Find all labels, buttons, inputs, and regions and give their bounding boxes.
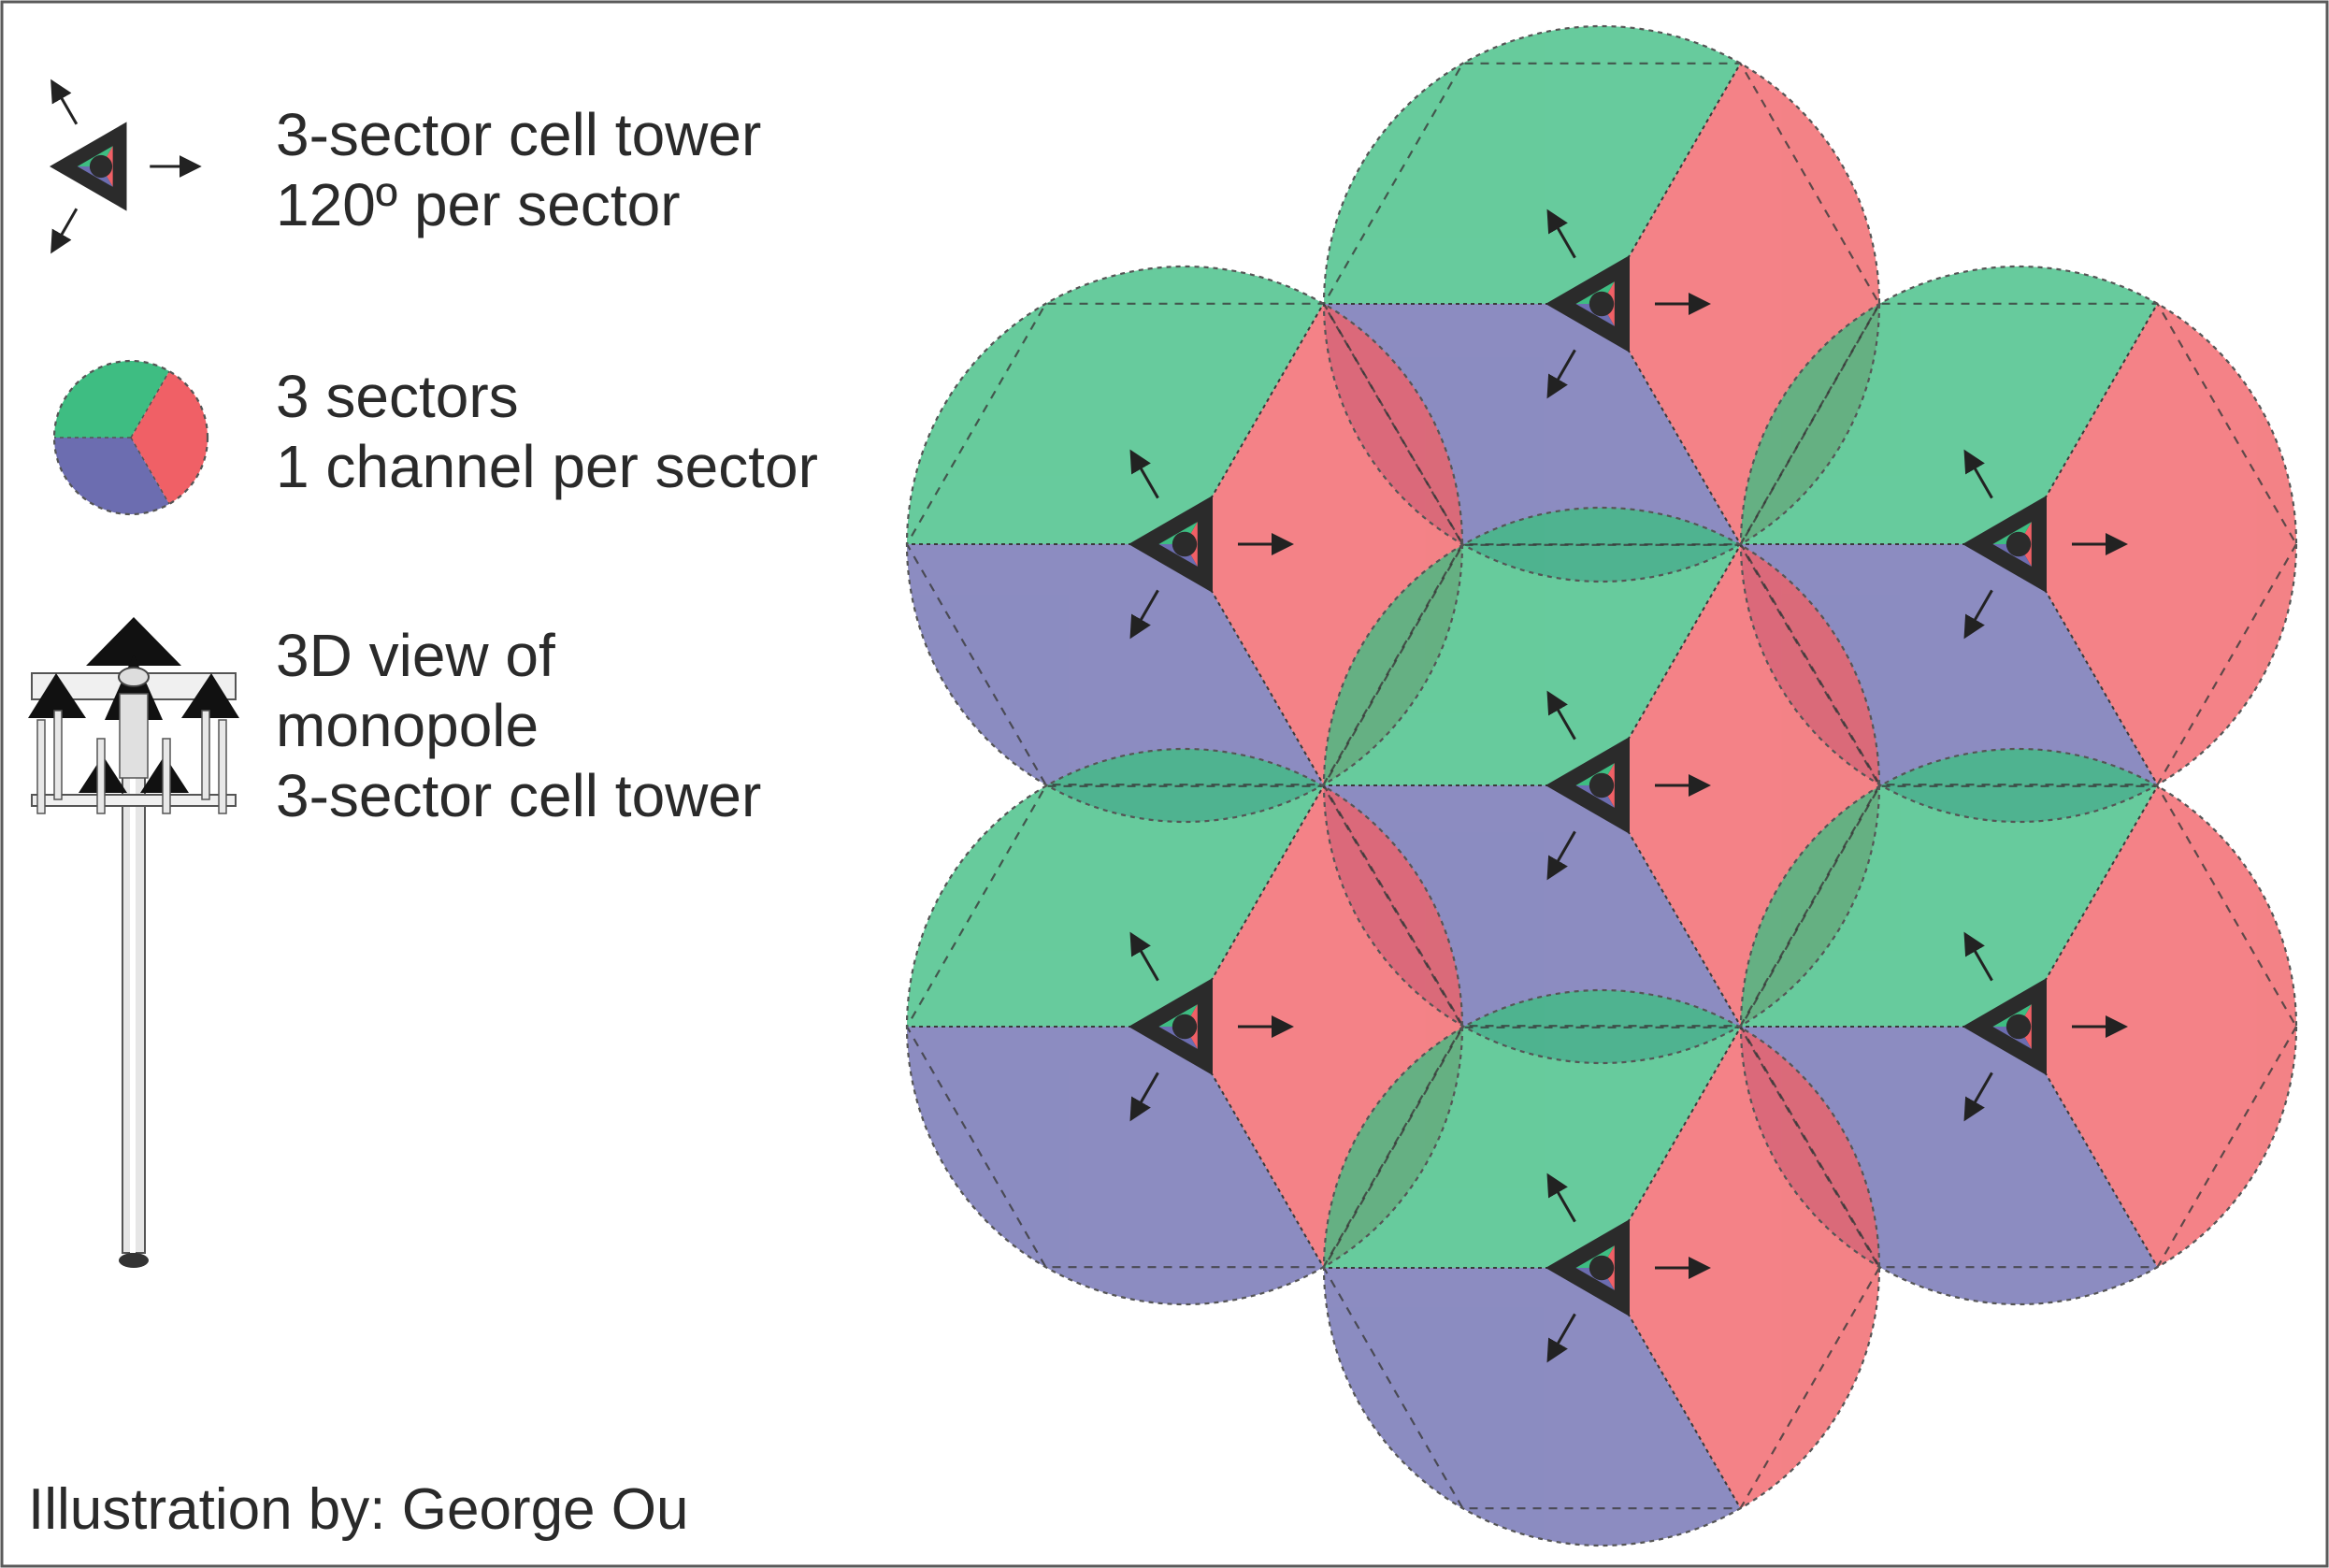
- tower-green-sector-icon: [1575, 1245, 1615, 1268]
- tower-center-icon: [1589, 1255, 1615, 1281]
- legend-pie-outline: [52, 359, 209, 516]
- direction-arrow-icon: [1546, 209, 1576, 259]
- blue-sector: [1324, 1268, 1741, 1546]
- legend-sectors-line2: 1 channel per sector: [276, 433, 818, 500]
- direction-arrow-icon: [1129, 931, 1159, 982]
- direction-arrow-icon: [1963, 1072, 1993, 1122]
- cell-tower-icon: [1129, 931, 1294, 1122]
- cell-tower-icon: [1545, 1172, 1711, 1363]
- cell-coverage-grid: [905, 24, 2298, 1547]
- legend-tower-symbol-icon: [50, 79, 202, 254]
- direction-arrow-icon: [1546, 1313, 1576, 1363]
- tower-green-sector-icon: [1575, 763, 1615, 785]
- direction-arrow-icon: [1546, 349, 1576, 399]
- tower-blue-sector-icon: [1575, 1268, 1615, 1290]
- legend-monopole-line3: 3-sector cell tower: [276, 762, 761, 829]
- tower-green-sector-icon: [1158, 522, 1198, 544]
- direction-arrow-icon: [1963, 931, 1993, 982]
- tower-center-icon: [1172, 531, 1198, 557]
- tower-green-sector-icon: [1158, 1004, 1198, 1027]
- legend-monopole-line1: 3D view of: [276, 622, 555, 689]
- tower-green-sector-icon: [1575, 281, 1615, 304]
- legend-tower-line1: 3-sector cell tower: [276, 101, 761, 168]
- legend-tower-icon: [50, 79, 202, 254]
- cell-tower-icon: [1129, 449, 1294, 640]
- legend-blue-sector: [54, 438, 169, 514]
- legend-pie-divider: [130, 437, 170, 505]
- cell-tower-icon: [1962, 449, 2128, 640]
- cell-tower-icon: [1962, 931, 2128, 1122]
- tower-blue-sector-icon: [1575, 304, 1615, 326]
- direction-arrow-icon: [1129, 589, 1159, 640]
- legend-tower-line2: 120º per sector: [276, 171, 681, 238]
- direction-arrow-icon: [1963, 449, 1993, 499]
- cell-tower-icon: [1545, 209, 1711, 399]
- cell-tower-layer: [1129, 209, 2128, 1363]
- green-sector: [1324, 26, 1741, 304]
- green-sector: [1324, 989, 1741, 1268]
- tower-center-icon: [1589, 291, 1615, 317]
- green-sector: [907, 266, 1324, 544]
- legend-green-sector: [54, 361, 169, 438]
- green-sector: [1741, 266, 2158, 544]
- cell-tower-icon: [1545, 690, 1711, 881]
- cell-circle-outline: [1322, 988, 1881, 1547]
- tower-blue-sector-icon: [1158, 1027, 1198, 1049]
- direction-arrow-icon: [1546, 1172, 1576, 1223]
- direction-arrow-icon: [1546, 830, 1576, 881]
- blue-sector: [906, 1027, 1324, 1304]
- direction-arrow-icon: [1546, 690, 1576, 741]
- tower-center-icon: [1589, 772, 1615, 798]
- direction-arrow-icon: [50, 208, 79, 254]
- legend-sector-pie: [52, 359, 209, 516]
- legend-sectors-line1: 3 sectors: [276, 363, 519, 430]
- legend-monopole-illustration: [28, 617, 239, 1268]
- direction-arrow-icon: [1129, 1072, 1159, 1122]
- illustration-credit: Illustration by: George Ou: [28, 1477, 688, 1542]
- green-sector: [907, 748, 1324, 1027]
- tower-blue-sector-icon: [1158, 544, 1198, 567]
- tower-center-icon: [1172, 1014, 1198, 1040]
- direction-arrow-icon: [50, 79, 79, 125]
- green-sector: [1324, 507, 1741, 785]
- legend-monopole-line2: monopole: [276, 692, 539, 759]
- tower-center-icon: [2006, 1014, 2032, 1040]
- direction-arrow-icon: [1963, 589, 1993, 640]
- legend-pie-divider: [130, 370, 170, 439]
- tower-center-icon: [89, 154, 113, 179]
- tower-center-icon: [2006, 531, 2032, 557]
- tower-blue-sector-icon: [1575, 785, 1615, 808]
- green-sector: [1741, 748, 2158, 1027]
- direction-arrow-icon: [1129, 449, 1159, 499]
